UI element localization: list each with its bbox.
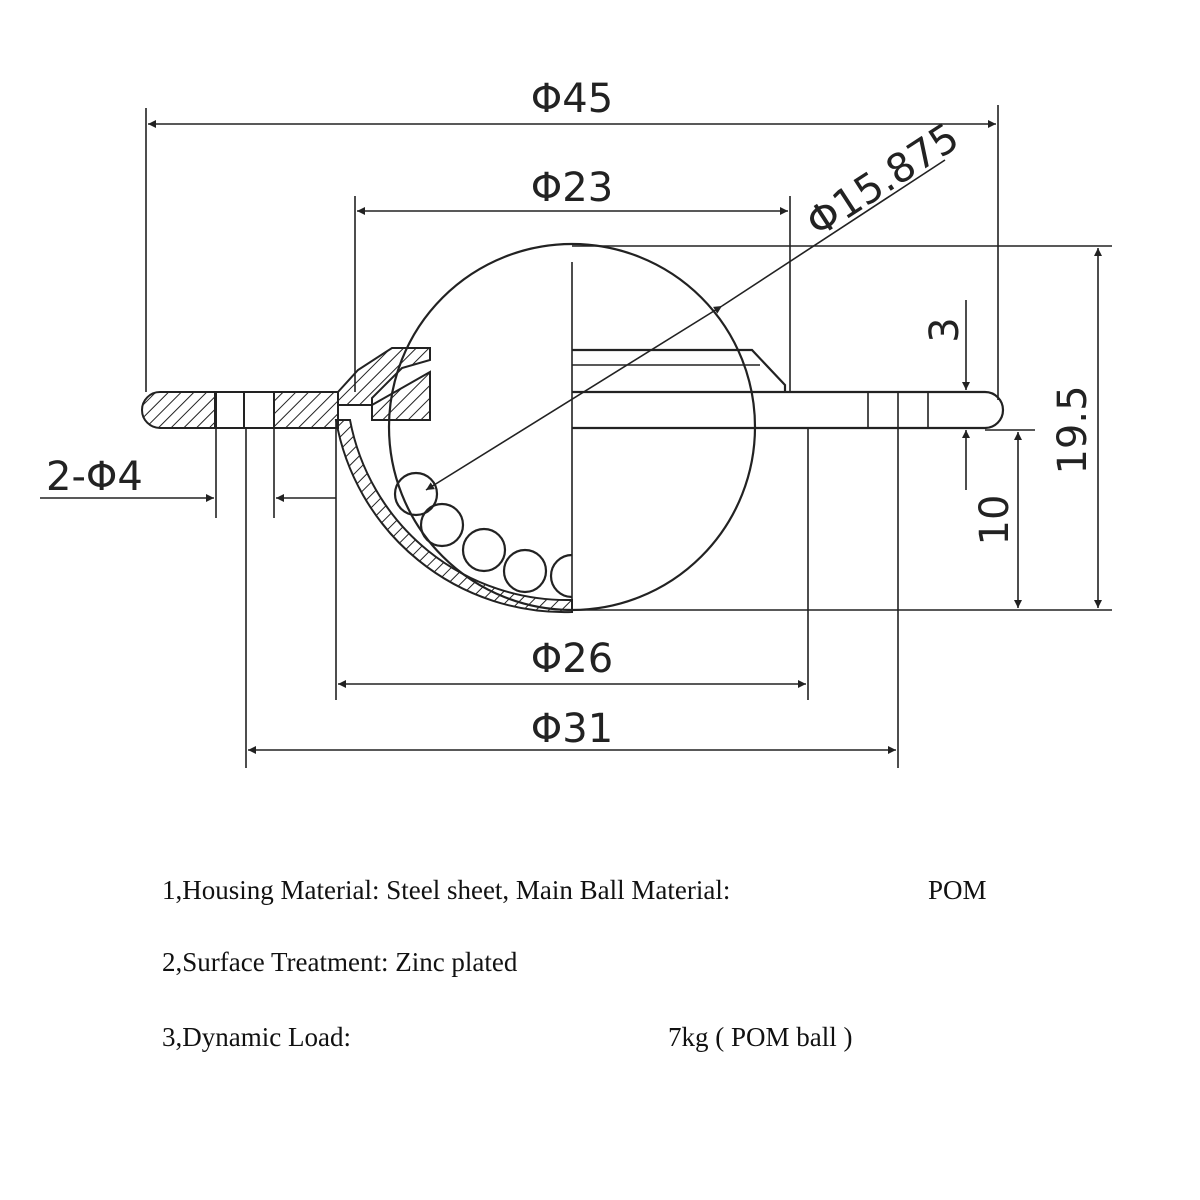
support-balls xyxy=(393,471,573,599)
dimension-lines xyxy=(40,120,1102,754)
dim-d23: Φ23 xyxy=(531,165,613,211)
dim-d15875: Φ15.875 xyxy=(798,114,967,246)
dim-d26: Φ26 xyxy=(531,636,613,682)
note-ball-material-value: POM xyxy=(928,875,987,905)
dim-h195: 19.5 xyxy=(1050,385,1096,474)
dim-h3: 3 xyxy=(922,317,968,342)
note-surface-treatment: 2,Surface Treatment: Zinc plated xyxy=(162,947,518,977)
flange-left-section xyxy=(141,347,573,614)
flange-right-section xyxy=(572,348,1005,430)
dim-d45: Φ45 xyxy=(531,76,613,122)
extension-lines xyxy=(145,105,1112,768)
note-dynamic-load-value: 7kg ( POM ball ) xyxy=(668,1022,853,1052)
note-housing-material: 1,Housing Material: Steel sheet, Main Ba… xyxy=(162,875,731,905)
note-dynamic-load: 3,Dynamic Load: xyxy=(162,1022,351,1052)
dim-d31: Φ31 xyxy=(531,706,613,752)
dim-holes: 2-Φ4 xyxy=(46,454,143,500)
dim-h10: 10 xyxy=(972,495,1018,546)
